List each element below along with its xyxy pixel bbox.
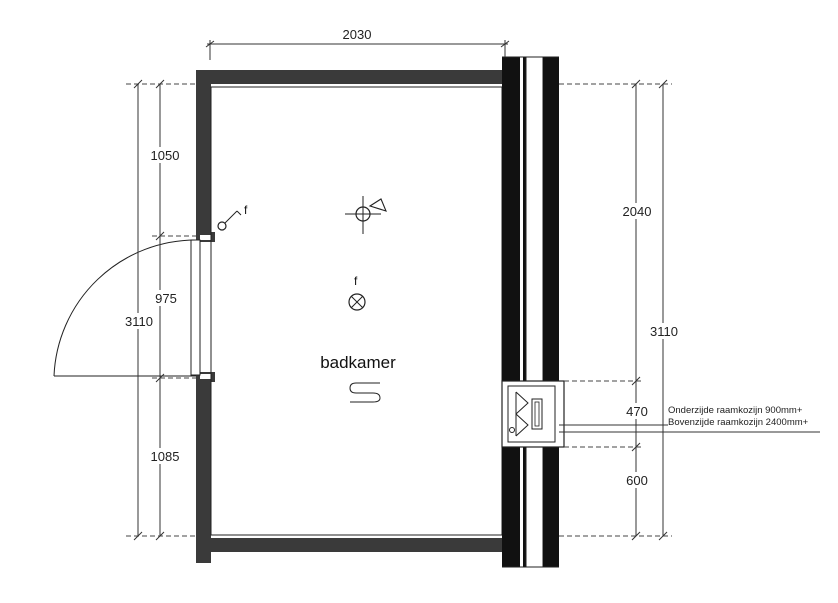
wall-light-icon: f: [348, 274, 366, 311]
wall-left-lower: [196, 376, 211, 563]
dim-right-top: 2040: [623, 204, 652, 219]
note-bottom-frame: Onderzijde raamkozijn 900mm+: [668, 405, 803, 416]
walls: [190, 70, 506, 563]
dim-right-total: 3110: [650, 324, 678, 339]
door-leaf: [190, 239, 201, 376]
dim-right-bottom: 600: [626, 473, 648, 488]
room-name: badkamer: [320, 353, 396, 372]
window: [501, 380, 565, 448]
dim-left-top: 1050: [151, 148, 180, 163]
dim-left: 1050 975 3110 1085: [121, 79, 196, 541]
window-sensor-icon: [509, 427, 515, 433]
ceiling-light-icon: [345, 196, 387, 234]
wall-bottom: [196, 535, 506, 552]
wall-top: [196, 70, 506, 87]
switch-icon: f: [217, 203, 248, 231]
window-icon: [515, 391, 529, 437]
note-top-frame: Bovenzijde raamkozijn 2400mm+: [668, 417, 809, 428]
light-label: f: [354, 274, 358, 288]
switch-label: f: [244, 203, 248, 217]
dim-top-width: 2030: [343, 27, 372, 42]
window-notes: Onderzijde raamkozijn 900mm+ Bovenzijde …: [559, 405, 820, 433]
dim-right-window: 470: [626, 404, 648, 419]
facade-wall: [502, 56, 559, 568]
dim-top: 2030: [205, 27, 510, 60]
dim-right: 2040 3110 470 600: [559, 79, 682, 541]
dim-left-bottom: 1085: [151, 449, 180, 464]
shower-drain-icon: [349, 382, 381, 403]
dim-left-total: 3110: [125, 314, 153, 329]
dim-left-door: 975: [155, 291, 177, 306]
wall-left-upper: [196, 70, 211, 237]
door-swing-icon: [53, 239, 197, 377]
